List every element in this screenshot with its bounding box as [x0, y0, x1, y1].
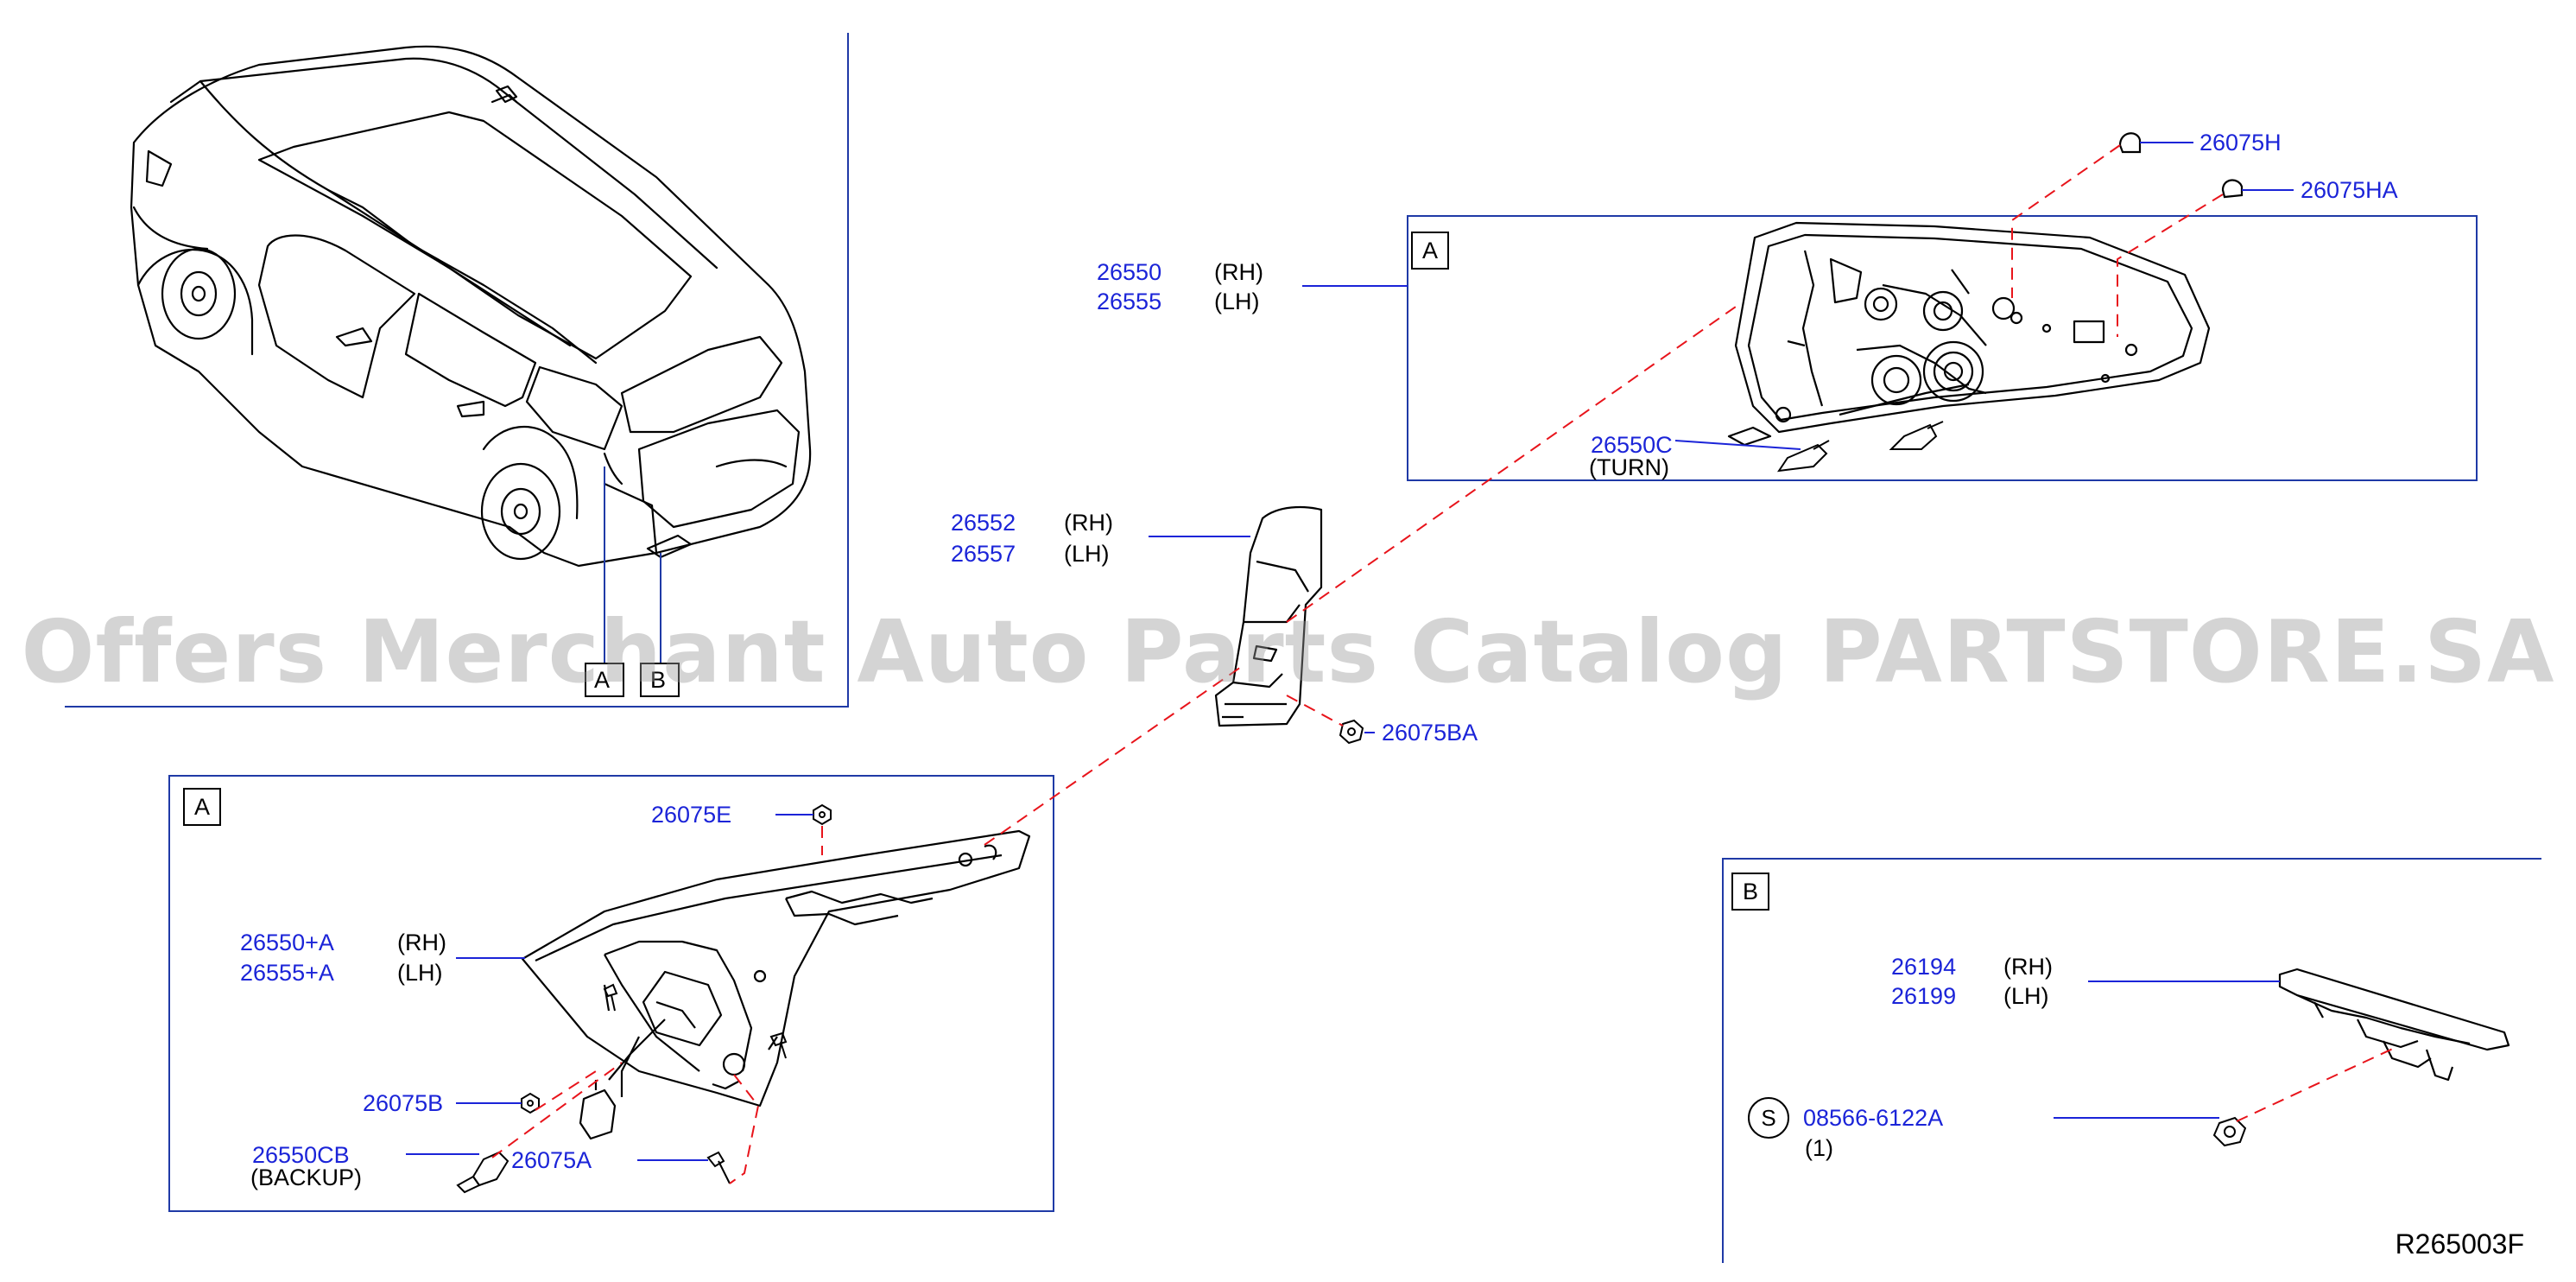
- part-26557-side: (LH): [1064, 541, 1110, 567]
- inset-b-letter: B: [1731, 873, 1769, 911]
- inset-b-frame: [1722, 858, 2541, 1263]
- part-26075h[interactable]: 26075H: [2199, 130, 2282, 155]
- nut-26075ba-drawing: [1339, 719, 1364, 745]
- screw-26075e-drawing: [813, 803, 832, 826]
- part-26555a[interactable]: 26555+A: [240, 960, 334, 986]
- part-26550c-note: (TURN): [1589, 454, 1669, 480]
- vehicle-tag-b-frame: [640, 663, 680, 697]
- part-08566-6122a[interactable]: 08566-6122A: [1803, 1105, 1944, 1131]
- part-26550-side: (RH): [1214, 259, 1263, 285]
- part-26555a-side: (LH): [397, 960, 443, 986]
- inset-a-top-letter: A: [1411, 232, 1449, 270]
- dashed-08566: [2236, 1046, 2397, 1122]
- vehicle-tag-a: A: [594, 667, 611, 693]
- part-26194-side: (RH): [2003, 954, 2053, 980]
- dashed-26075h: [2011, 144, 2121, 298]
- part-26555[interactable]: 26555: [1097, 289, 1162, 314]
- rear-lamp-inner-drawing: [521, 829, 1031, 1140]
- part-26555-side: (LH): [1214, 289, 1260, 314]
- part-26075a[interactable]: 26075A: [511, 1147, 592, 1173]
- turn-bulbs-drawing: [1776, 421, 1944, 473]
- dashed-26075ba: [1286, 695, 1344, 727]
- dashed-26075ha: [2117, 194, 2224, 337]
- dashed-lamp-bottom: [491, 1062, 760, 1184]
- part-26550cb[interactable]: 26550CB: [252, 1142, 350, 1168]
- part-26199-side: (LH): [2003, 983, 2049, 1009]
- part-26552[interactable]: 26552: [951, 510, 1016, 536]
- watermark-text: Offers Merchant Auto Parts Catalog PARTS…: [21, 601, 2555, 702]
- inset-a-top-frame: [1407, 215, 2478, 481]
- part-26550[interactable]: 26550: [1097, 259, 1162, 285]
- standard-part-symbol: S: [1748, 1097, 1789, 1139]
- rear-lamp-outer-drawing: [1727, 221, 2211, 447]
- part-26075e[interactable]: 26075E: [651, 802, 732, 828]
- part-26199[interactable]: 26199: [1891, 983, 1957, 1009]
- part-26194[interactable]: 26194: [1891, 954, 1957, 980]
- diagram-reference-code: R265003F: [2395, 1228, 2524, 1260]
- license-lamp-drawing: [2278, 968, 2510, 1082]
- dashed-main-diagonal: [984, 306, 1737, 846]
- nut-08566-drawing: [2212, 1116, 2247, 1147]
- screw-26075a-drawing: [603, 983, 788, 1184]
- part-08566-qty: (1): [1805, 1135, 1833, 1161]
- part-26075ba[interactable]: 26075BA: [1382, 720, 1478, 746]
- part-26550cb-note: (BACKUP): [250, 1165, 363, 1190]
- part-26552-side: (RH): [1064, 510, 1113, 536]
- vehicle-tag-b: B: [650, 667, 667, 693]
- part-26075b[interactable]: 26075B: [363, 1090, 444, 1116]
- leader-26550c: [1674, 440, 1801, 450]
- inset-a-bottom-letter: A: [183, 788, 221, 826]
- part-26550a-side: (RH): [397, 930, 446, 955]
- part-26557[interactable]: 26557: [951, 541, 1016, 567]
- inset-a-bottom-frame: [168, 775, 1054, 1212]
- part-26550a[interactable]: 26550+A: [240, 930, 334, 955]
- backup-bulb-drawing: [456, 1151, 510, 1194]
- clip-26075h-drawing: [2118, 132, 2244, 199]
- vehicle-tag-a-frame: [585, 663, 624, 697]
- part-26075ha[interactable]: 26075HA: [2301, 177, 2398, 203]
- part-26550c[interactable]: 26550C: [1591, 432, 1673, 458]
- vehicle-frame: [65, 33, 849, 708]
- vehicle-drawing: [130, 45, 812, 568]
